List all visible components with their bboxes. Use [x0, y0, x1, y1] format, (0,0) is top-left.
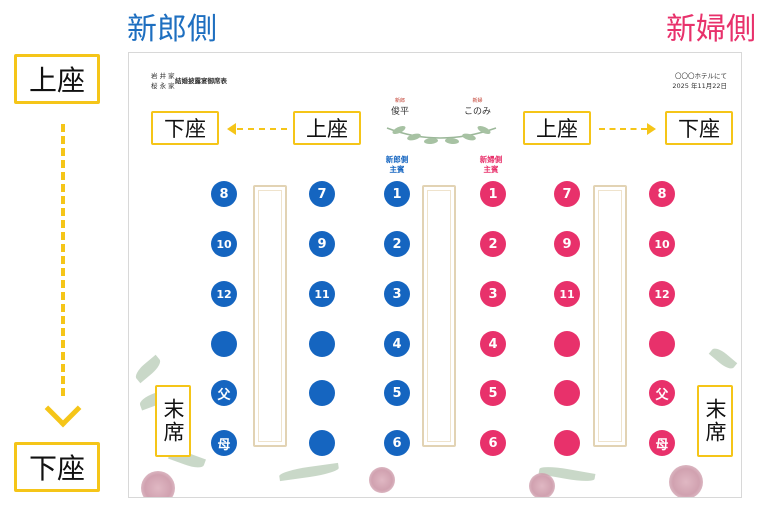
leaf-decoration [132, 354, 164, 384]
seat-groom-col-mid-1: 7 [309, 181, 335, 207]
seat-groom-col-mid-3: 11 [309, 281, 335, 307]
header-right: 〇〇〇ホテルにて 2025 年11月22日 [672, 71, 727, 91]
bride-side-title: 新婦側 [666, 12, 756, 47]
seat-bride-col-outer-4 [649, 331, 675, 357]
seat-groom-col-outer-1: 8 [211, 181, 237, 207]
kamiza-label-left: 上座 [293, 111, 361, 145]
guest-table-bride [593, 185, 627, 447]
seat-groom-col-mid-5 [309, 380, 335, 406]
seat-bride-col-mid-6 [554, 430, 580, 456]
seat-bride-col-outer-6: 母 [649, 430, 675, 456]
seat-bride-col-outer-2: 10 [649, 231, 675, 257]
groom-main-guest-label: 新郎側 主賓 [385, 155, 409, 174]
seating-chart-sheet: 岩 井 家 桜 永 家 結婚披露宴御席表 〇〇〇ホテルにて 2025 年11月2… [128, 52, 742, 498]
family-name-1: 岩 井 家 [151, 72, 175, 80]
seat-bride-col-inner-1: 1 [480, 181, 506, 207]
flower-decoration [669, 465, 703, 497]
seat-bride-col-inner-3: 3 [480, 281, 506, 307]
seat-bride-col-inner-5: 5 [480, 380, 506, 406]
bride-name: このみ [463, 107, 491, 117]
down-arrow-icon [44, 390, 82, 428]
seat-bride-col-mid-5 [554, 380, 580, 406]
seat-groom-col-mid-4 [309, 331, 335, 357]
seat-groom-col-mid-2: 9 [309, 231, 335, 257]
guest-table-center [422, 185, 456, 447]
seat-groom-col-inner-2: 2 [384, 231, 410, 257]
groom-name: 俊平 [391, 107, 410, 117]
kamiza-label-right: 上座 [523, 111, 591, 145]
seat-groom-col-inner-6: 6 [384, 430, 410, 456]
seat-bride-col-outer-3: 12 [649, 281, 675, 307]
event-date: 2025 年11月22日 [672, 82, 727, 90]
leaf-decoration [708, 345, 738, 372]
flower-decoration [529, 473, 555, 497]
seat-groom-col-inner-5: 5 [384, 380, 410, 406]
venue-text: 〇〇〇ホテルにて [675, 72, 727, 80]
leaf-decoration [278, 462, 340, 482]
flower-decoration [141, 471, 175, 497]
seat-bride-col-mid-3: 11 [554, 281, 580, 307]
seat-groom-col-outer-4 [211, 331, 237, 357]
groom-side-title: 新郎側 [127, 12, 217, 47]
seat-groom-col-inner-3: 3 [384, 281, 410, 307]
masseki-label-left: 末席 [155, 385, 191, 457]
arrow-right-line [599, 128, 647, 130]
seat-bride-col-outer-1: 8 [649, 181, 675, 207]
bride-main-guest-label: 新婦側 主賓 [479, 155, 503, 174]
arrow-left-icon [227, 123, 236, 135]
bride-role: 新婦 [472, 98, 483, 104]
seat-groom-col-inner-1: 1 [384, 181, 410, 207]
seat-groom-col-mid-6 [309, 430, 335, 456]
seat-bride-col-outer-5: 父 [649, 380, 675, 406]
seat-bride-col-inner-4: 4 [480, 331, 506, 357]
seat-groom-col-outer-3: 12 [211, 281, 237, 307]
seat-groom-col-outer-5: 父 [211, 380, 237, 406]
seat-bride-col-inner-2: 2 [480, 231, 506, 257]
down-arrow-line [61, 124, 65, 396]
shimoza-label-left: 下座 [151, 111, 219, 145]
family-name-2: 桜 永 家 [151, 82, 175, 90]
couple-names: 新郎 俊平 新婦 このみ [391, 97, 491, 117]
guest-table-groom [253, 185, 287, 447]
arrow-right-icon [647, 123, 656, 135]
legend-kamiza-box: 上座 [14, 54, 100, 104]
masseki-label-right: 末席 [697, 385, 733, 457]
arrow-left-line [237, 128, 287, 130]
shimoza-label-right: 下座 [665, 111, 733, 145]
flower-decoration [369, 467, 395, 493]
header-left: 岩 井 家 桜 永 家 結婚披露宴御席表 [151, 71, 227, 91]
seat-bride-col-mid-2: 9 [554, 231, 580, 257]
seat-bride-col-inner-6: 6 [480, 430, 506, 456]
legend-shimoza-box: 下座 [14, 442, 100, 492]
wreath-decoration [386, 125, 497, 145]
seat-bride-col-mid-4 [554, 331, 580, 357]
seat-groom-col-inner-4: 4 [384, 331, 410, 357]
groom-name-block: 新郎 俊平 [391, 97, 409, 117]
seat-bride-col-mid-1: 7 [554, 181, 580, 207]
seat-groom-col-outer-6: 母 [211, 430, 237, 456]
groom-role: 新郎 [395, 98, 406, 104]
bride-name-block: 新婦 このみ [464, 97, 491, 117]
event-title: 結婚披露宴御席表 [175, 77, 227, 85]
seat-groom-col-outer-2: 10 [211, 231, 237, 257]
